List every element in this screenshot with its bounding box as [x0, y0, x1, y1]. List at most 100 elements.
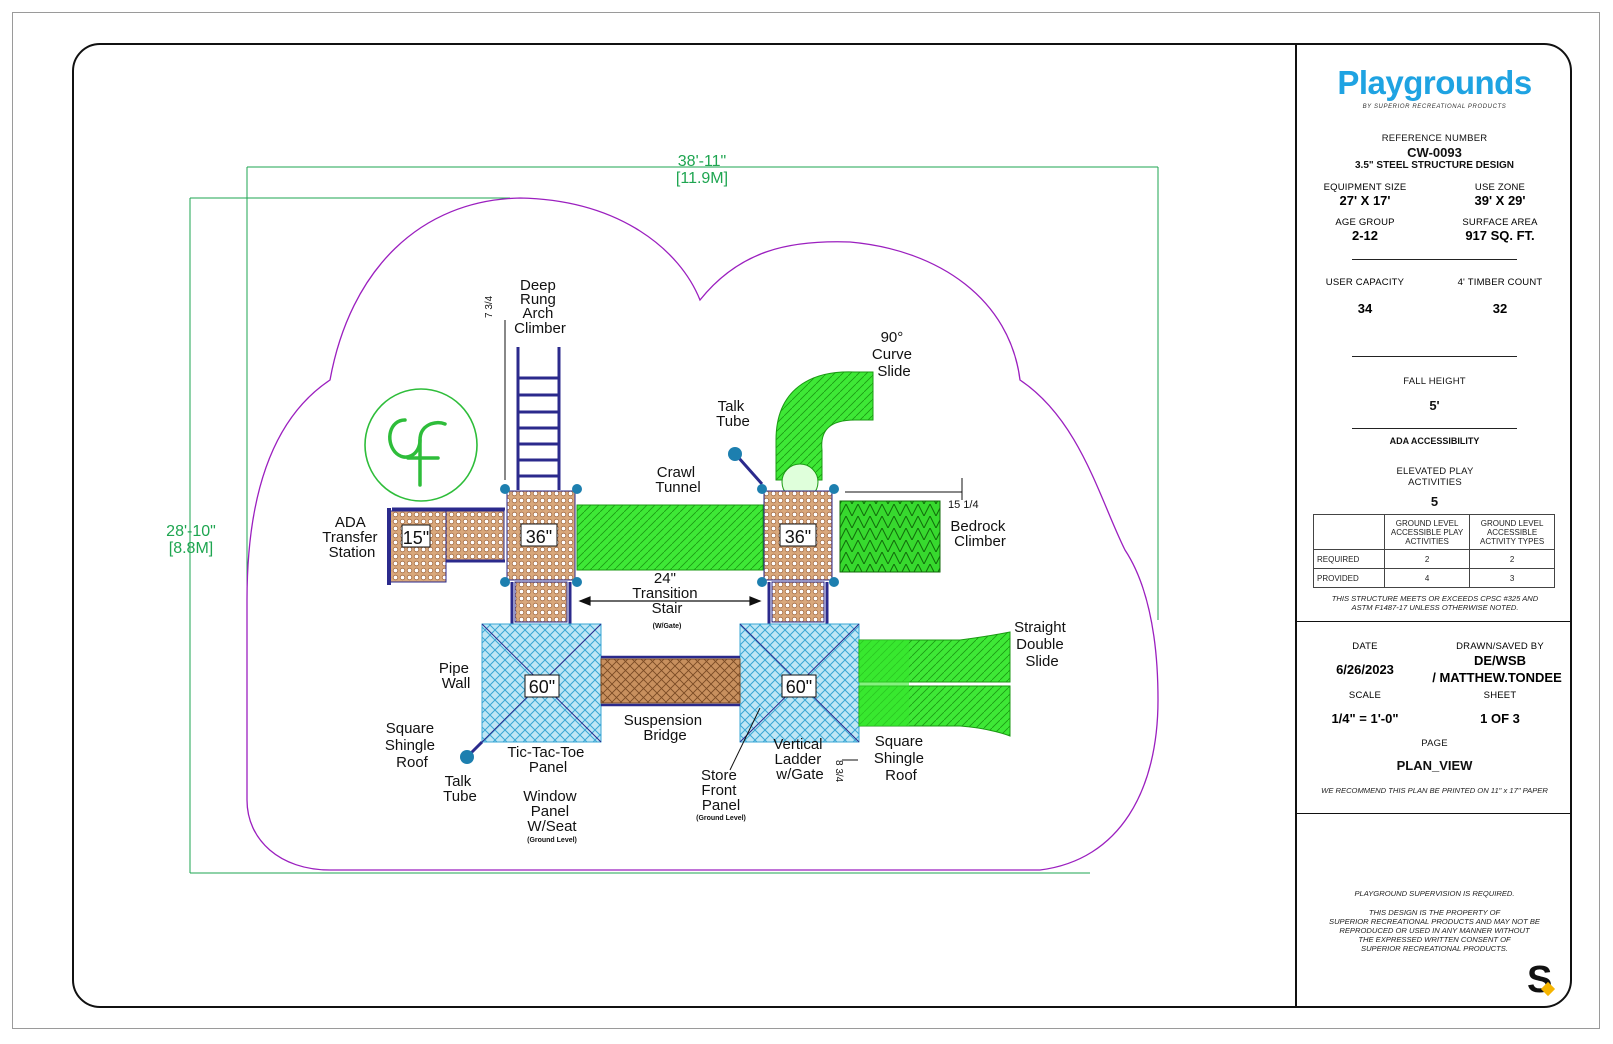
page-value: PLAN_VIEW: [1396, 758, 1473, 773]
dim-vertical-ladder: 8 3/4: [833, 760, 844, 783]
label-suspension-bridge: Suspension Bridge: [624, 712, 707, 744]
use-zone-label: USE ZONE: [1474, 182, 1526, 193]
label-talk-tube-bottom: Talk Tube: [443, 773, 477, 805]
property-note-line: SUPERIOR RECREATIONAL PRODUCTS AND MAY N…: [1329, 917, 1540, 926]
height-dimension-m: [8.8M]: [169, 540, 213, 557]
dim-bedrock-climber: 15 1/4: [948, 499, 979, 511]
label-transition-stair-sub: (W/Gate): [653, 623, 682, 630]
print-note: WE RECOMMEND THIS PLAN BE PRINTED ON 11"…: [1321, 786, 1548, 795]
transition-stair-left: [514, 581, 568, 623]
roof-60-left: [481, 623, 602, 743]
label-curve-slide: 90° Curve Slide: [872, 329, 916, 380]
use-zone-boundary: [246, 197, 1159, 871]
transition-stair-arrow: [578, 596, 762, 606]
label-square-roof-left: Square Shingle Roof: [385, 720, 439, 771]
separator: [1352, 356, 1517, 357]
label-window-panel-sub: (Ground Level): [527, 837, 577, 844]
crawl-tunnel: [576, 504, 764, 571]
drawn-by-value: DE/WSB: [1474, 653, 1526, 668]
brand-tagline: BY SUPERIOR RECREATIONAL PRODUCTS: [1362, 104, 1507, 110]
timber-count-value: 32: [1492, 301, 1508, 316]
label-store-front-sub: (Ground Level): [696, 815, 746, 822]
reference-number: CW-0093: [1407, 145, 1462, 160]
date-label: DATE: [1352, 641, 1378, 652]
separator: [1352, 259, 1517, 260]
platform-36-left: 36": [526, 527, 552, 547]
label-straight-slide: Straight Double Slide: [1014, 619, 1070, 670]
talk-tube-bottom: [460, 740, 484, 764]
surface-area-label: SURFACE AREA: [1462, 217, 1538, 228]
talk-tube-top: [728, 447, 764, 485]
property-note-line: SUPERIOR RECREATIONAL PRODUCTS.: [1361, 944, 1508, 953]
property-note-line: THE EXPRESSED WRITTEN CONSENT OF: [1358, 935, 1511, 944]
property-note-line: REPRODUCED OR USED IN ANY MANNER WITHOUT: [1339, 926, 1530, 935]
straight-double-slide: [858, 631, 1011, 737]
drawing-sheet-frame: [72, 43, 1572, 1008]
ada-header-blank: [1313, 514, 1385, 550]
ada-cell: 2: [1383, 549, 1471, 569]
ada-title: ADA ACCESSIBILITY: [1389, 436, 1480, 446]
equipment-size-value: 27' X 17': [1339, 193, 1391, 208]
user-capacity-label: USER CAPACITY: [1325, 277, 1405, 288]
property-note: THIS DESIGN IS THE PROPERTY OF SUPERIOR …: [1297, 908, 1572, 953]
section-divider: [1297, 621, 1572, 622]
reference-label: REFERENCE NUMBER: [1381, 133, 1488, 144]
width-dimension: [246, 166, 1159, 620]
leader-lines: [504, 320, 858, 771]
title-block-divider: [1295, 43, 1297, 1008]
label-tic-tac-toe: Tic-Tac-Toe Panel: [507, 744, 588, 776]
drawn-by-name: / MATTHEW.TONDEE: [1432, 670, 1562, 685]
label-square-roof-right: Square Shingle Roof: [874, 733, 928, 784]
plan-view-drawing: 38'-11" [11.9M] 28'-10" [8.8M]: [166, 153, 1159, 874]
separator: [1352, 428, 1517, 429]
platform-60-left: 60": [529, 677, 555, 697]
width-dimension-ft: 38'-11": [678, 153, 726, 170]
surface-area-value: 917 SQ. FT.: [1465, 228, 1535, 243]
height-dimension: [189, 197, 1090, 874]
platform-60-right: 60": [786, 677, 812, 697]
date-value: 6/26/2023: [1336, 662, 1394, 677]
label-arch-climber: Deep Rung Arch Climber: [514, 277, 566, 337]
elevated-value: 5: [1430, 494, 1439, 509]
elevated-label: ELEVATED PLAY ACTIVITIES: [1396, 466, 1474, 488]
platform-36-right: 36": [785, 527, 811, 547]
page-label: PAGE: [1421, 738, 1448, 749]
page-border: [12, 12, 1600, 1029]
ada-header-types: GROUND LEVEL ACCESSIBLE ACTIVITY TYPES: [1469, 514, 1555, 550]
sheet-value: 1 OF 3: [1480, 711, 1520, 726]
deep-rung-arch-climber: [516, 347, 561, 490]
label-transition-stair: 24" Transition Stair: [632, 570, 701, 617]
curve-slide: [775, 371, 874, 501]
supervision-note: PLAYGROUND SUPERVISION IS REQUIRED.: [1354, 889, 1515, 898]
ada-cell: 2: [1469, 549, 1555, 569]
label-vertical-ladder: Vertical Ladder w/Gate: [773, 736, 826, 783]
deck-36-left: [500, 484, 582, 587]
scale-label: SCALE: [1348, 690, 1382, 701]
property-note-line: THIS DESIGN IS THE PROPERTY OF: [1368, 908, 1501, 917]
compliance-note: THIS STRUCTURE MEETS OR EXCEEDS CPSC #32…: [1331, 594, 1539, 612]
dim-arch-climber: 7 3/4: [484, 295, 495, 318]
equipment-size-label: EQUIPMENT SIZE: [1323, 182, 1407, 193]
transition-stair-right: [771, 581, 825, 623]
timber-count-label: 4' TIMBER COUNT: [1457, 277, 1543, 288]
label-bedrock-climber: Bedrock Climber: [950, 518, 1009, 550]
ada-cell: 3: [1469, 568, 1555, 588]
width-dimension-m: [11.9M]: [676, 170, 728, 187]
playground-logo-mark: [364, 388, 478, 502]
suspension-bridge: [600, 655, 741, 707]
use-zone-value: 39' X 29': [1474, 193, 1526, 208]
age-group-label: AGE GROUP: [1335, 217, 1395, 228]
user-capacity-value: 34: [1357, 301, 1373, 316]
fall-height-label: FALL HEIGHT: [1403, 376, 1466, 387]
brand-s-logo-icon: S: [1525, 960, 1559, 1000]
roof-60-right: [739, 623, 860, 743]
drawn-by-label: DRAWN/SAVED BY: [1456, 641, 1544, 652]
ada-transfer-station: [387, 507, 505, 585]
ada-row-label: REQUIRED: [1313, 549, 1385, 569]
ada-cell: 4: [1383, 568, 1471, 588]
fall-height-value: 5': [1429, 398, 1440, 413]
ada-table: GROUND LEVEL ACCESSIBLE PLAY ACTIVITIES …: [1313, 514, 1555, 588]
sheet-label: SHEET: [1483, 690, 1517, 701]
platform-ada-height: 15": [403, 528, 429, 548]
label-pipe-wall: Pipe Wall: [439, 660, 473, 692]
